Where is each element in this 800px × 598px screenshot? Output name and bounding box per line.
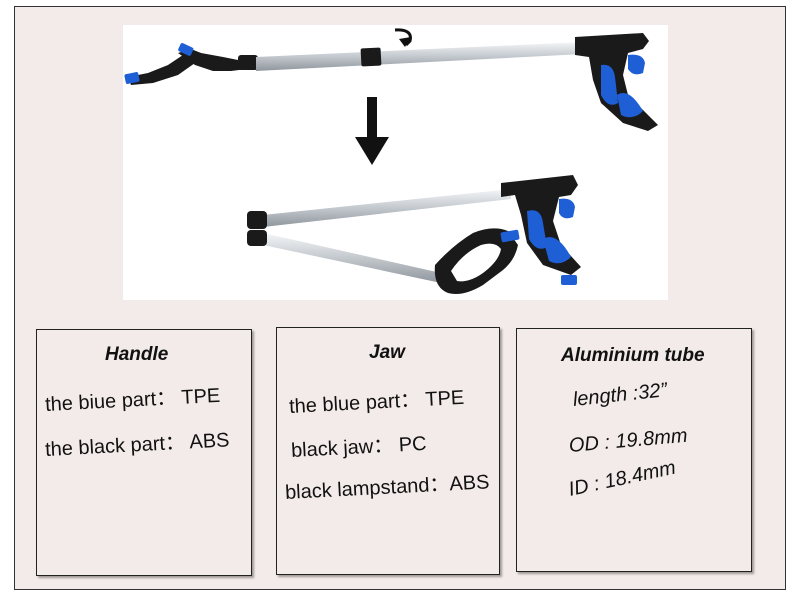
jaw-black-jaw: black jaw： PC [290,432,428,462]
product-photo [123,25,668,300]
reacher-extended [124,33,658,131]
jaw-spec-box: Jaw the blue part： TPE black jaw： PC bla… [276,327,500,575]
handle-title: Handle [105,344,169,365]
tube-od: OD : 19.8mm [567,424,689,457]
jaw-black-lampstand: black lampstand：ABS [284,471,490,504]
tube-length: length :32” [571,379,669,411]
jaw-title: Jaw [369,342,405,363]
handle-black-part: the black part： ABS [44,429,231,461]
tube-id: ID : 18.4mm [566,456,678,501]
rotate-arrow-icon [394,28,412,47]
tube-title: Aluminium tube [561,345,705,366]
reacher-folded [247,175,581,294]
down-arrow-icon [355,97,389,165]
handle-spec-box: Handle the biue part： TPE the black part… [36,329,252,576]
handle-blue-part: the biue part： TPE [44,384,221,416]
tube-spec-box: Aluminium tube length :32” OD : 19.8mm I… [516,328,752,572]
jaw-blue-part: the blue part： TPE [288,386,465,418]
